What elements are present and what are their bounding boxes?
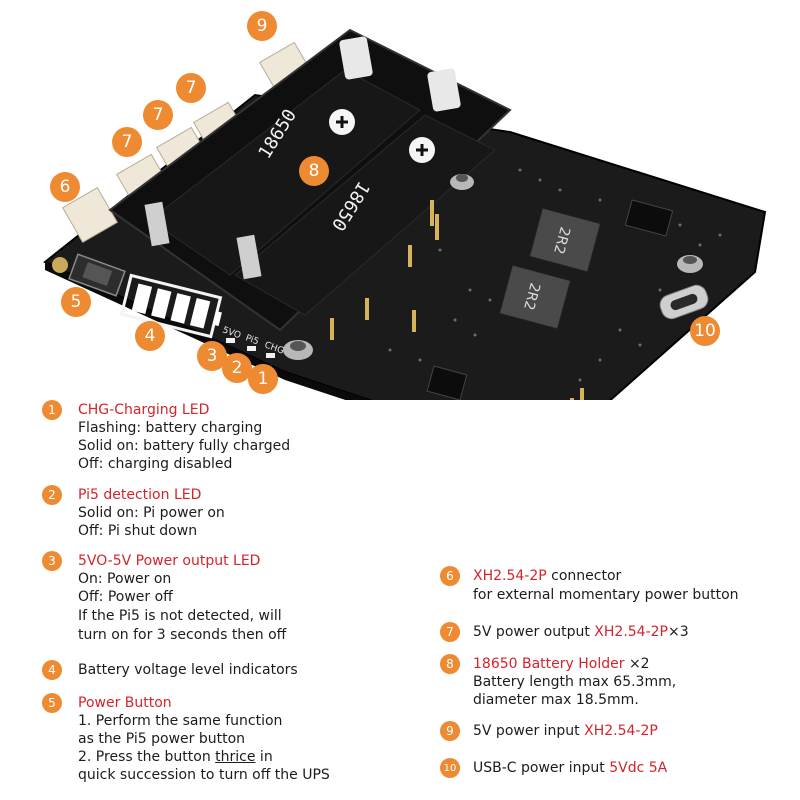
legend-badge-3: 3	[42, 551, 62, 571]
left-mounting-pad	[52, 257, 68, 273]
callout-badge-2: 2	[222, 353, 252, 383]
legend-8-part-post: ×2	[624, 656, 650, 672]
inductor-b: 2R2	[498, 264, 572, 330]
legend-line-5c-underlined: thrice	[215, 749, 256, 765]
legend-badge-1: 1	[42, 400, 62, 420]
legend-badge-9: 9	[440, 721, 460, 741]
legend-line-3b: Off: Power off	[78, 589, 173, 605]
gold-pins	[330, 200, 584, 400]
callout-badge-7-top: 7	[176, 73, 206, 103]
inductor-a: 2R2	[528, 207, 602, 273]
legend-title-1: CHG-Charging LED	[78, 402, 210, 418]
ic-chip-b	[426, 365, 468, 400]
legend-6-part-rest: connector	[546, 568, 622, 584]
pcb-via-pattern	[388, 168, 722, 382]
legend-line-6a: XH2.54-2P connector	[473, 567, 621, 585]
legend-line-1c: Off: charging disabled	[78, 456, 233, 472]
legend-line-5c-post: in	[255, 749, 273, 765]
inductor-a-label: 2R2	[550, 225, 573, 256]
legend-badge-5: 5	[42, 693, 62, 713]
legend-line-5d: quick succession to turn off the UPS	[78, 767, 330, 783]
legend-10-part-pre: USB-C power input	[473, 760, 610, 776]
callout-badge-10: 10	[690, 316, 720, 346]
legend-line-2a: Solid on: Pi power on	[78, 505, 225, 521]
legend-line-3d: turn on for 3 seconds then off	[78, 627, 287, 643]
legend-title-2: Pi5 detection LED	[78, 487, 202, 503]
legend-line-9: 5V power input XH2.54-2P	[473, 722, 658, 740]
callout-badge-5: 5	[61, 287, 91, 317]
inductor-b-label: 2R2	[520, 281, 543, 312]
legend-7-part-pre: 5V power output	[473, 624, 595, 640]
legend-6-part-red: XH2.54-2P	[473, 568, 547, 584]
legend-line-8c: diameter max 18.5mm.	[473, 692, 639, 708]
connector-6	[61, 186, 119, 244]
callout-badge-9: 9	[247, 11, 277, 41]
callout-badge-8: 8	[299, 156, 329, 186]
legend-line-1a: Flashing: battery charging	[78, 420, 263, 436]
status-leds	[226, 338, 275, 358]
legend-line-5b: as the Pi5 power button	[78, 731, 246, 747]
legend-badge-2: 2	[42, 485, 62, 505]
legend-line-2b: Off: Pi shut down	[78, 523, 198, 539]
callout-badge-4: 4	[135, 321, 165, 351]
callout-badge-1: 1	[248, 364, 278, 394]
legend-badge-10: 10	[440, 758, 460, 778]
legend-text-4: Battery voltage level indicators	[78, 662, 298, 678]
legend-badge-8: 8	[440, 654, 460, 674]
legend-line-5a: 1. Perform the same function	[78, 713, 283, 729]
led-label-pi5: Pi5	[244, 333, 260, 347]
legend-10-part-red: 5Vdc 5A	[609, 760, 668, 776]
ups-board-illustration: 18650 18650 2R2 2R2 5VO	[43, 28, 767, 400]
legend-line-10: USB-C power input 5Vdc 5A	[473, 759, 667, 777]
legend-7-part-post: ×3	[668, 624, 689, 640]
legend-badge-6: 6	[440, 566, 460, 586]
callout-badge-7-mid: 7	[143, 100, 173, 130]
legend-line-6b: for external momentary power button	[473, 587, 739, 603]
legend-line-3c: If the Pi5 is not detected, will	[78, 608, 282, 624]
legend-title-3: 5VO-5V Power output LED	[78, 553, 261, 569]
legend-title-5: Power Button	[78, 695, 172, 711]
legend-9-part-red: XH2.54-2P	[584, 723, 658, 739]
usb-c-port	[659, 284, 709, 320]
legend-badge-4: 4	[42, 660, 62, 680]
legend-line-5c-pre: 2. Press the button	[78, 749, 216, 765]
legend-8-part-red: 18650 Battery Holder	[473, 656, 625, 672]
legend-line-8a: 18650 Battery Holder ×2	[473, 655, 650, 673]
standoff-right	[677, 255, 703, 273]
standoff-back	[450, 174, 474, 190]
legend-line-7: 5V power output XH2.54-2P×3	[473, 623, 689, 641]
legend-7-part-red: XH2.54-2P	[594, 624, 668, 640]
legend-badge-7: 7	[440, 622, 460, 642]
battery-level-leds	[119, 273, 223, 339]
legend-9-part-pre: 5V power input	[473, 723, 585, 739]
legend-line-8b: Battery length max 65.3mm,	[473, 674, 677, 690]
legend-line-5c: 2. Press the button thrice in	[78, 748, 273, 766]
callout-badge-7-low: 7	[112, 127, 142, 157]
standoff-front	[283, 340, 313, 360]
legend-line-3a: On: Power on	[78, 571, 172, 587]
callout-badge-6: 6	[50, 172, 80, 202]
legend-line-1b: Solid on: battery fully charged	[78, 438, 291, 454]
power-button	[68, 253, 126, 297]
ic-chip-a	[624, 199, 674, 237]
